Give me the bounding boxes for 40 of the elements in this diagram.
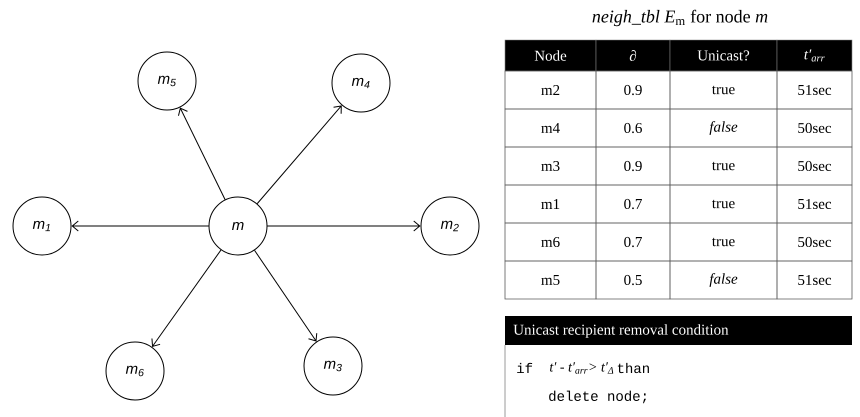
table-cell: false — [670, 108, 778, 148]
table-cell: true — [670, 70, 778, 110]
table-cell: true — [670, 184, 778, 224]
header-cell: Node — [504, 40, 596, 72]
table-cell: 50sec — [776, 222, 852, 262]
arrow — [178, 107, 226, 200]
table-cell: 0.7 — [596, 184, 670, 224]
table-cell: false — [670, 260, 778, 300]
table-cell: m1 — [504, 184, 596, 224]
arrow — [151, 250, 222, 347]
header-cell: Unicast? — [670, 40, 778, 72]
table-cell: 50sec — [776, 108, 852, 148]
node-label: if — [517, 362, 532, 374]
table-cell: true — [670, 222, 778, 262]
arrow — [254, 250, 318, 342]
arrow — [256, 105, 342, 204]
header-cell: ∂ — [596, 40, 670, 72]
table-title: neigh_tbl E$_{m}$ for node m — [592, 10, 768, 26]
table-cell: m4 — [504, 108, 596, 148]
arrow — [72, 220, 209, 232]
table-cell: 0.7 — [596, 222, 670, 262]
table-cell: m5 — [504, 260, 596, 300]
node-label: delete node; — [549, 390, 646, 404]
table-cell: m2 — [504, 70, 596, 110]
table-cell: 0.9 — [596, 70, 670, 110]
node-label: t′ - t′$_{arr}$> t′$_{Δ}$ — [550, 362, 614, 374]
table-cell: 51sec — [776, 184, 852, 224]
arrow — [267, 220, 420, 232]
table-cell: 0.6 — [596, 108, 670, 148]
table-cell: m6 — [504, 222, 596, 262]
table-cell: 0.9 — [596, 146, 670, 186]
condition-box: Unicast recipient removal condition if t′ - t′$_{arr}$> t′$_{Δ}$ than delete node; — [504, 316, 852, 417]
node-label: than — [618, 362, 649, 374]
table-cell: 51sec — [776, 260, 852, 300]
table-cell: 51sec — [776, 70, 852, 110]
table-cell: true — [670, 146, 778, 186]
table-cell: m3 — [504, 146, 596, 186]
table-cell: 0.5 — [596, 260, 670, 300]
header-cell: t′$_{arr}$ — [776, 40, 852, 72]
table-cell: 50sec — [776, 146, 852, 186]
